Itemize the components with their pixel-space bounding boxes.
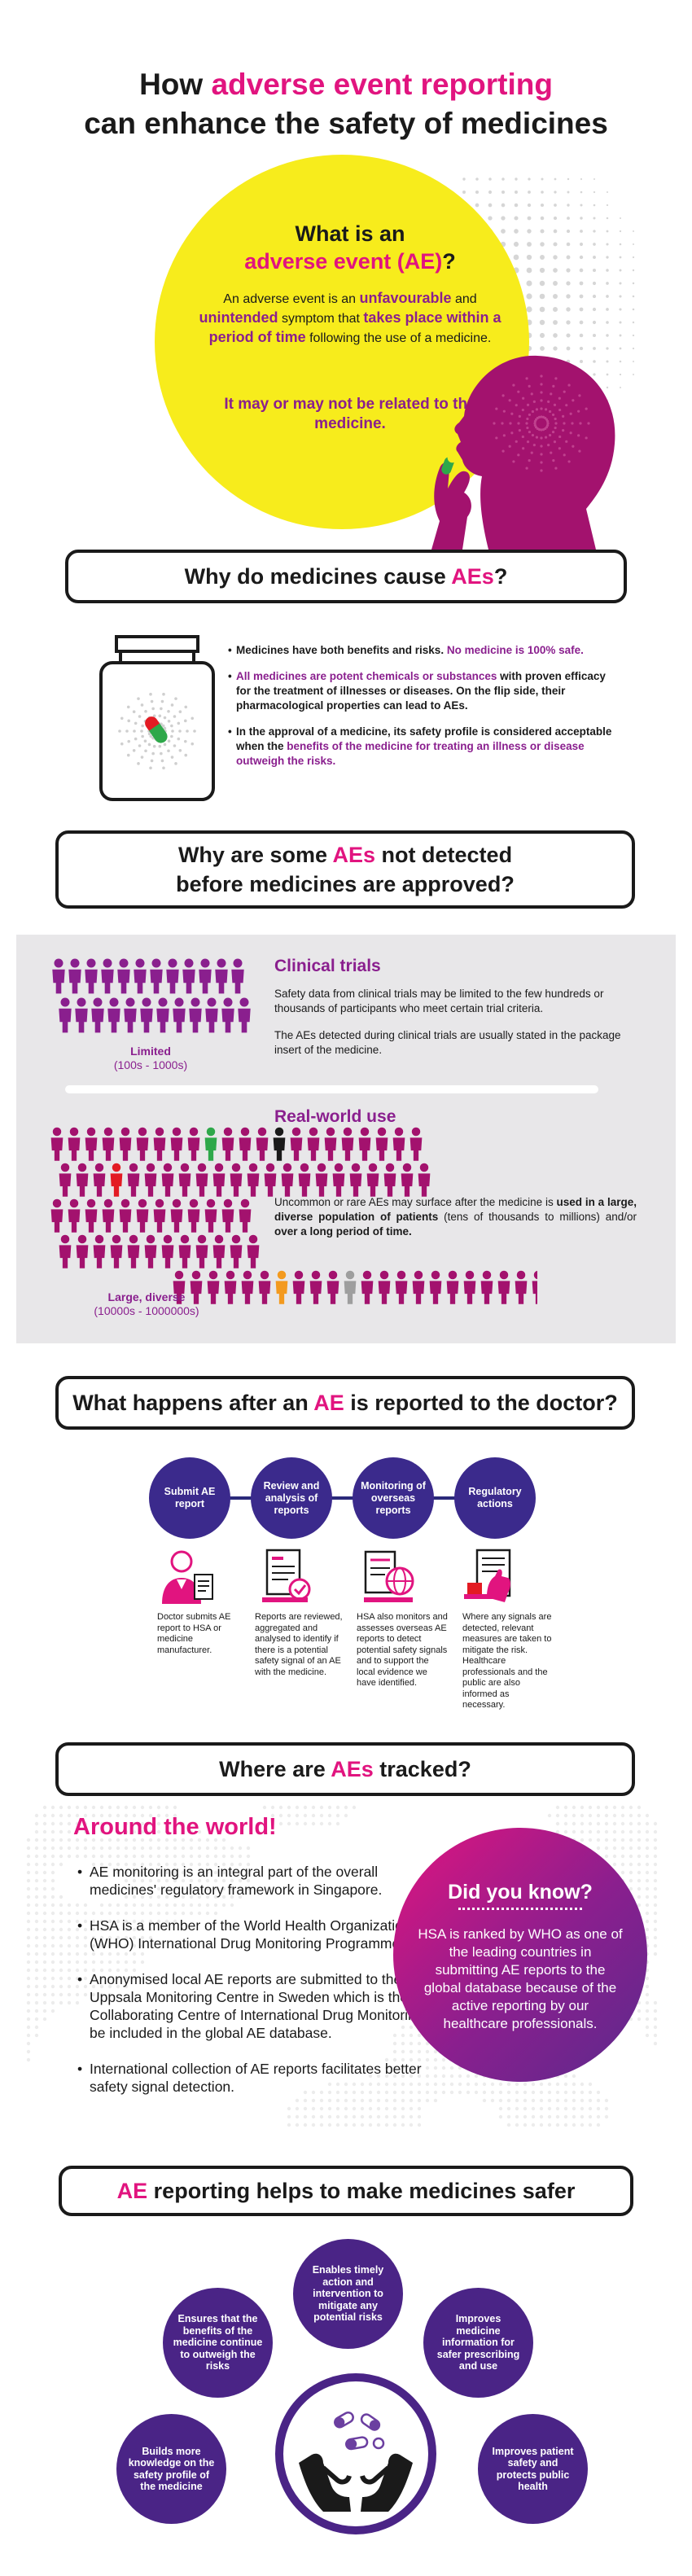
- cause-point: All medicines are potent chemicals or su…: [228, 669, 619, 713]
- dotted-divider: [458, 1908, 582, 1910]
- benefit-better-information: Improves medicine information for safer …: [423, 2288, 533, 2398]
- step-review-analysis: Review and analysis of reports: [251, 1457, 332, 1539]
- ae-definition: An adverse event is an unfavourable and …: [199, 290, 501, 345]
- head-taking-pill-icon: [431, 355, 615, 550]
- step-monitoring-overseas: Monitoring of overseas reports: [353, 1457, 434, 1539]
- panel-divider: [65, 1085, 598, 1093]
- hero-question: What is an adverse event (AE)?: [244, 221, 456, 274]
- page-title: How adverse event reporting can enhance …: [84, 68, 608, 140]
- report-review-icon: [262, 1549, 311, 1602]
- limited-label: Limited (100s - 1000s): [113, 1045, 188, 1071]
- did-you-know-title: Did you know?: [448, 1881, 593, 1904]
- step-description: HSA also monitors and assesses overseas …: [357, 1612, 448, 1688]
- cause-point: In the approval of a medicine, its safet…: [228, 725, 619, 769]
- globe-monitoring-icon: [364, 1550, 414, 1602]
- tracked-point: AE monitoring is an integral part of the…: [77, 1863, 448, 1899]
- process-connector-line: [187, 1496, 513, 1500]
- limited-population-icon: [52, 958, 251, 1033]
- clinical-trials-text: Safety data from clinical trials may be …: [274, 988, 604, 1014]
- doctor-icon: [162, 1550, 213, 1604]
- section-why-cause-header: Why do medicines cause AEs?: [65, 550, 627, 603]
- step-description: Where any signals are detected, relevant…: [462, 1612, 552, 1710]
- tracked-point: International collection of AE reports f…: [77, 2060, 448, 2096]
- large-population-icon: [50, 1127, 537, 1304]
- did-you-know-circle: [393, 1828, 647, 2082]
- step-submit-report: Submit AE report: [149, 1457, 230, 1539]
- clinical-trials-text: The AEs detected during clinical trials …: [274, 1029, 621, 1056]
- real-world-text: Uncommon or rare AEs may surface after t…: [274, 1196, 637, 1238]
- benefit-outweigh-risks: Ensures that the benefits of the medicin…: [163, 2288, 273, 2398]
- cause-point: Medicines have both benefits and risks. …: [228, 643, 619, 658]
- benefit-patient-safety: Improves patient safety and protects pub…: [478, 2414, 588, 2524]
- step-description: Reports are reviewed, aggregated and ana…: [255, 1612, 343, 1677]
- benefit-safety-knowledge: Builds more knowledge on the safety prof…: [116, 2414, 226, 2524]
- regulatory-action-icon: [464, 1549, 511, 1602]
- medicine-bottle-icon: [99, 635, 215, 801]
- center-ring: [275, 2373, 436, 2534]
- tracked-point: Anonymised local AE reports are submitte…: [77, 1970, 448, 2042]
- step-description: Doctor submits AE report to HSA or medic…: [157, 1612, 231, 1655]
- section-not-detected-header: Why are some AEs not detected before med…: [55, 830, 635, 909]
- section-safer-header: AE reporting helps to make medicines saf…: [59, 2166, 633, 2216]
- benefit-timely-action: Enables timely action and intervention t…: [293, 2239, 403, 2349]
- hands-holding-pills-icon: [299, 2411, 413, 2512]
- section-where-tracked-header: Where are AEs tracked?: [55, 1742, 635, 1796]
- section-after-report-header: What happens after an AE is reported to …: [55, 1376, 635, 1430]
- clinical-trials-title: Clinical trials: [274, 957, 381, 975]
- cause-points-list: Medicines have both benefits and risks. …: [228, 643, 619, 780]
- around-world-title: Around the world!: [73, 1814, 277, 1840]
- step-regulatory-actions: Regulatory actions: [454, 1457, 536, 1539]
- did-you-know-text: HSA is ranked by WHO as one of the leadi…: [418, 1926, 623, 2031]
- ae-note: It may or may not be related to the medi…: [224, 396, 476, 432]
- real-world-title: Real-world use: [274, 1107, 396, 1126]
- large-label: Large, diverse (10000s - 1000000s): [94, 1290, 199, 1317]
- tracked-points-list: AE monitoring is an integral part of the…: [77, 1863, 448, 2114]
- tracked-point: HSA is a member of the World Health Orga…: [77, 1917, 448, 1952]
